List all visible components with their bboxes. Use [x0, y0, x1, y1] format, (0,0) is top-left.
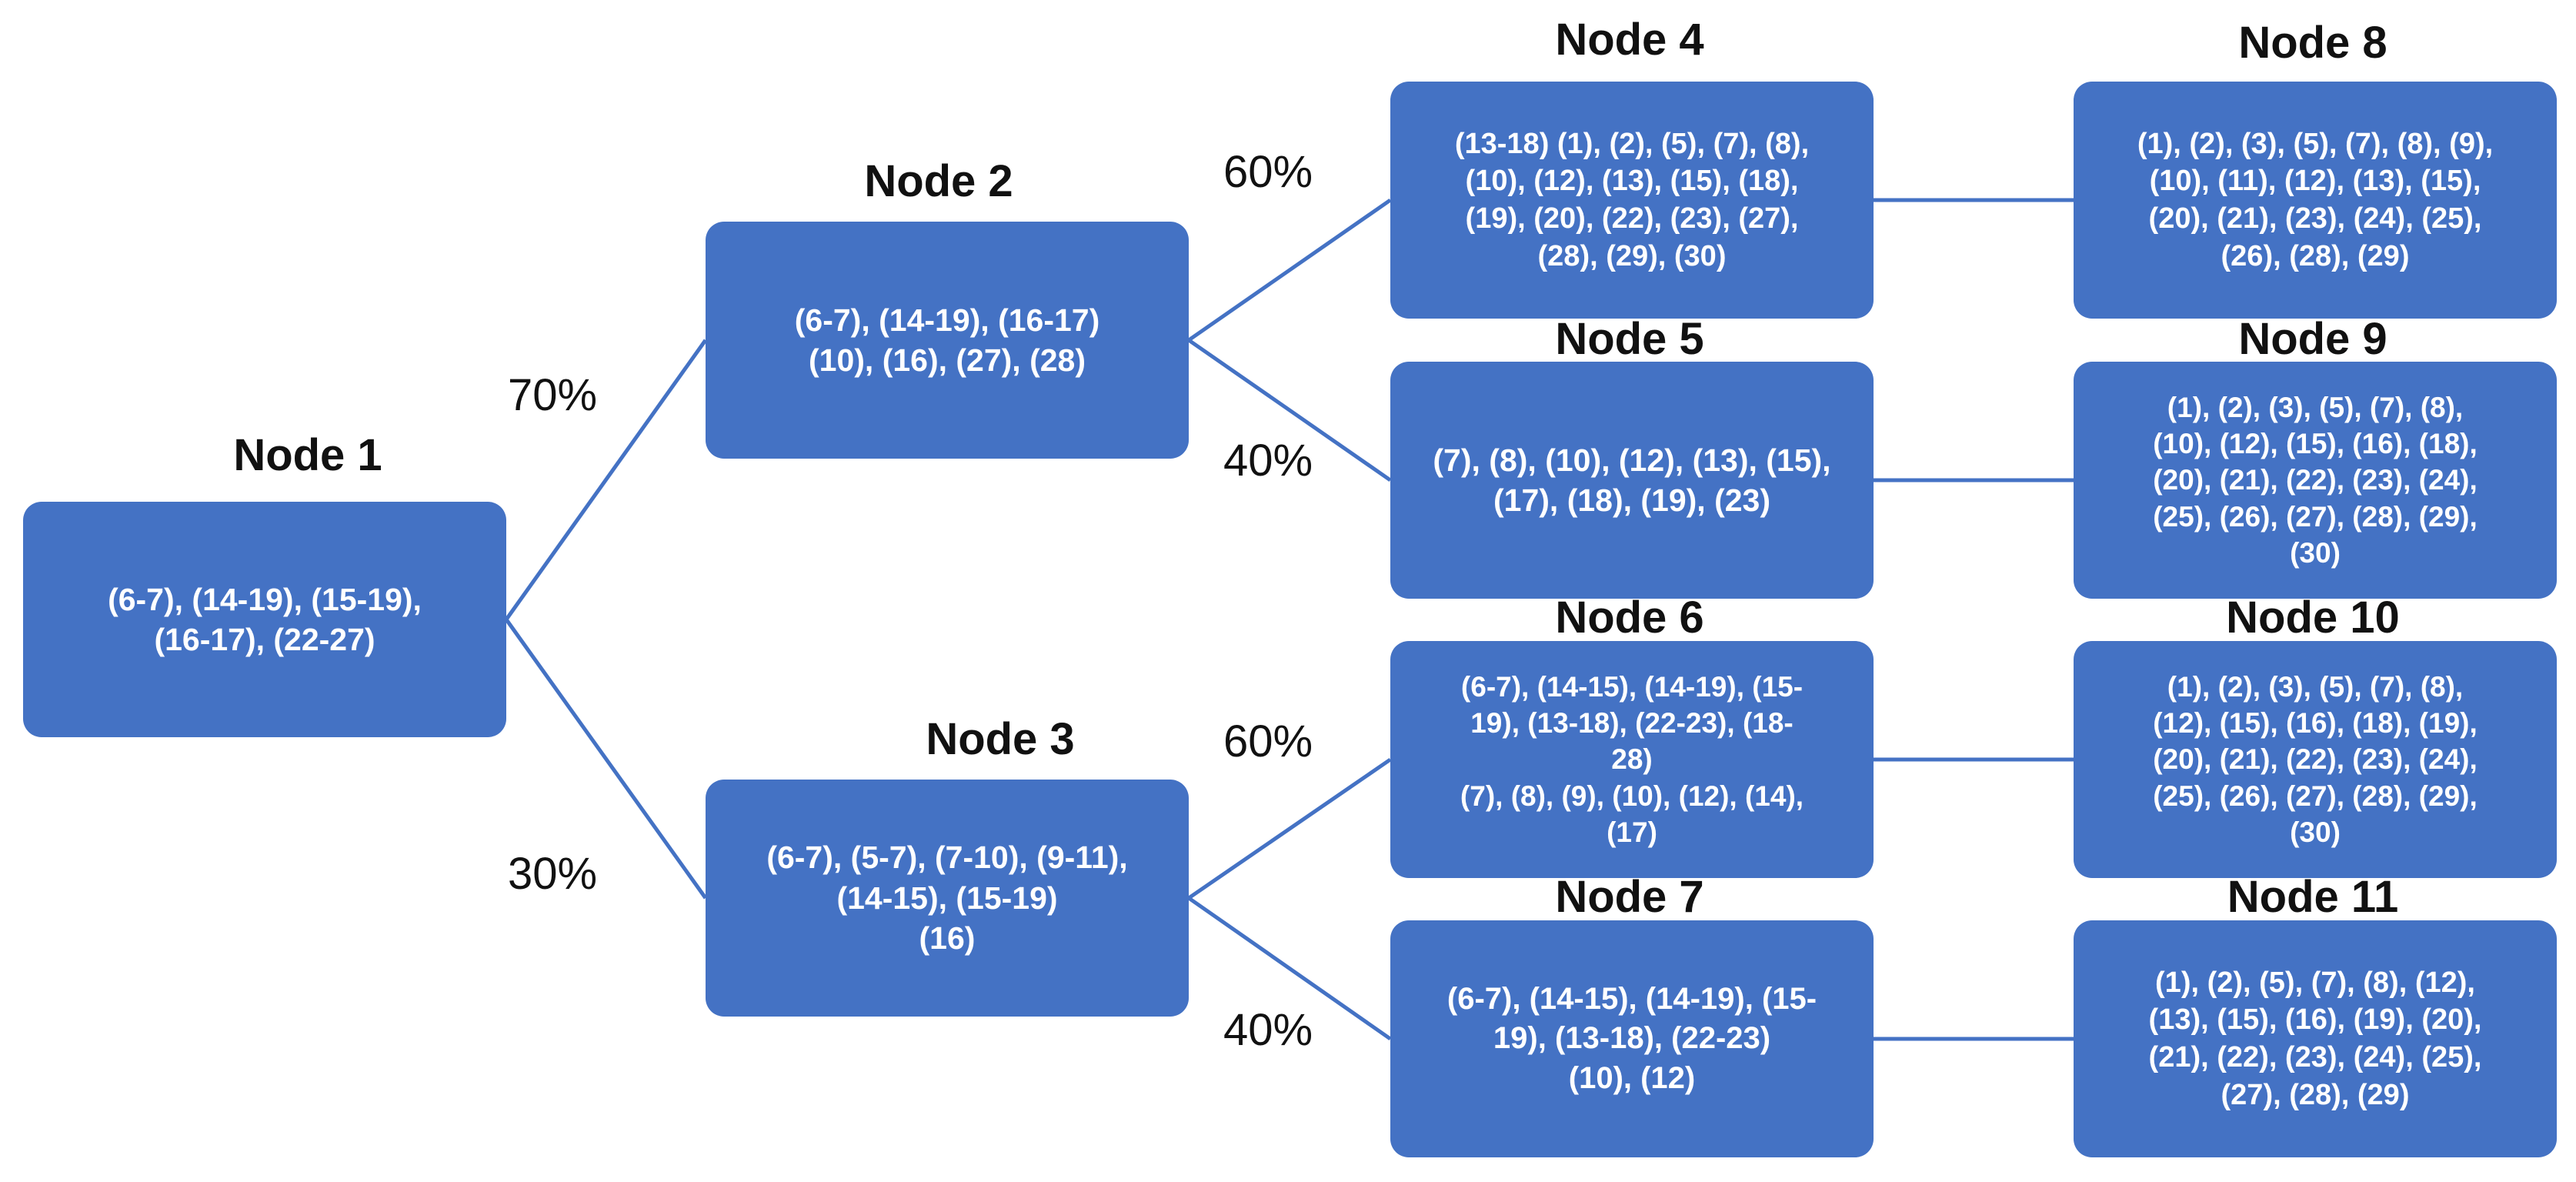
edge-label-node1-node3: 30%: [508, 849, 598, 899]
node11-text-line: (1), (2), (5), (7), (8), (12),: [2155, 966, 2475, 999]
node1-box: (6-7), (14-19), (15-19), (16-17), (22-27): [23, 502, 506, 737]
node3-text-line: (16): [919, 920, 976, 957]
node3-text-line: (6-7), (5-7), (7-10), (9-11),: [766, 840, 1128, 876]
edge-label-node3-node6: 60%: [1223, 716, 1313, 766]
node7-text-line: (10), (12): [1568, 1060, 1696, 1095]
node4-text-line: (13-18) (1), (2), (5), (7), (8),: [1454, 127, 1810, 160]
edge-node3-node6: [1187, 757, 1392, 900]
node3-title: Node 3: [926, 714, 1075, 764]
node10-text-line: (12), (15), (16), (18), (19),: [2153, 706, 2478, 739]
edge-node2-node4: [1187, 198, 1392, 342]
node11-title: Node 11: [2227, 872, 2399, 922]
node6-text-line: 28): [1611, 743, 1653, 776]
node8-text-line: (1), (2), (3), (5), (7), (8), (9),: [2137, 127, 2494, 160]
node11-text-line: (21), (22), (23), (24), (25),: [2148, 1041, 2482, 1073]
node5-text-line: (17), (18), (19), (23): [1493, 482, 1770, 518]
edge-label-node3-node7: 40%: [1223, 1005, 1313, 1055]
node4-text-line: (28), (29), (30): [1537, 239, 1727, 272]
node4-title: Node 4: [1555, 15, 1704, 65]
node10-text-line: (30): [2290, 816, 2341, 849]
edge-label-node2-node5: 40%: [1223, 436, 1313, 486]
node6-text-line: (7), (8), (9), (10), (12), (14),: [1460, 780, 1804, 812]
edge-label-node2-node4: 60%: [1223, 147, 1313, 197]
node7-text-line: 19), (13-18), (22-23): [1493, 1021, 1771, 1056]
node8-box: (1), (2), (3), (5), (7), (8), (9), (10), …: [2074, 82, 2557, 319]
node2-title: Node 2: [864, 156, 1013, 206]
node8-title: Node 8: [2238, 18, 2387, 68]
node5-box: (7), (8), (10), (12), (13), (15), (17), (…: [1390, 362, 1874, 599]
node10-text-line: (1), (2), (3), (5), (7), (8),: [2167, 670, 2464, 703]
node11-box: (1), (2), (5), (7), (8), (12), (13), (15)…: [2074, 920, 2557, 1157]
node10-text-line: (25), (26), (27), (28), (29),: [2153, 780, 2478, 812]
node1-text-line: (6-7), (14-19), (15-19),: [108, 581, 422, 617]
edge-node2-node5: [1187, 338, 1392, 482]
edge-node1-node3: [504, 618, 708, 900]
edge-node1-node2: [504, 339, 708, 621]
node6-text-line: (6-7), (14-15), (14-19), (15-: [1460, 670, 1804, 703]
node9-title: Node 9: [2238, 314, 2387, 364]
node7-box: (6-7), (14-15), (14-19), (15- 19), (13-18…: [1390, 920, 1874, 1157]
node3-box: (6-7), (5-7), (7-10), (9-11), (14-15), (1…: [706, 780, 1189, 1017]
node8-text-line: (20), (21), (23), (24), (25),: [2148, 202, 2482, 235]
node6-text-line: (17): [1607, 816, 1657, 849]
node11-text-line: (27), (28), (29): [2221, 1078, 2410, 1111]
node9-text-line: (25), (26), (27), (28), (29),: [2153, 500, 2478, 533]
node4-text-line: (19), (20), (22), (23), (27),: [1465, 202, 1799, 235]
node4-text-line: (10), (12), (13), (15), (18),: [1465, 165, 1799, 198]
node9-text-line: (10), (12), (15), (16), (18),: [2153, 427, 2478, 459]
node9-box: (1), (2), (3), (5), (7), (8), (10), (12),…: [2074, 362, 2557, 599]
node2-text-line: (10), (16), (27), (28): [809, 342, 1086, 378]
node10-box: (1), (2), (3), (5), (7), (8),(12), (15),…: [2074, 641, 2557, 878]
node5-text-line: (7), (8), (10), (12), (13), (15),: [1433, 442, 1831, 478]
node3-text-line: (14-15), (15-19): [836, 880, 1058, 916]
edge-label-node1-node2: 70%: [508, 370, 598, 420]
node7-title: Node 7: [1555, 872, 1704, 922]
node2-box: (6-7), (14-19), (16-17) (10), (16), (27),…: [706, 222, 1189, 459]
node9-text-line: (30): [2290, 537, 2341, 569]
node6-title: Node 6: [1555, 593, 1704, 643]
edge-node3-node7: [1187, 896, 1392, 1041]
node2-text-line: (6-7), (14-19), (16-17): [794, 302, 1100, 338]
node9-text-line: (20), (21), (22), (23), (24),: [2153, 464, 2478, 496]
node9-text-line: (1), (2), (3), (5), (7), (8),: [2167, 391, 2464, 423]
node5-title: Node 5: [1555, 314, 1704, 364]
node8-text-line: (26), (28), (29): [2221, 239, 2410, 272]
node7-text-line: (6-7), (14-15), (14-19), (15-: [1446, 982, 1817, 1017]
node10-title: Node 10: [2226, 593, 2400, 643]
node4-box: (13-18) (1), (2), (5), (7), (8), (10), (1…: [1390, 82, 1874, 319]
node10-text-line: (20), (21), (22), (23), (24),: [2153, 743, 2478, 776]
node6-box: (6-7), (14-15), (14-19), (15-19), (13-18…: [1390, 641, 1874, 878]
node1-title: Node 1: [233, 430, 382, 480]
node6-text-line: 19), (13-18), (22-23), (18-: [1470, 706, 1794, 739]
node8-text-line: (10), (11), (12), (13), (15),: [2149, 165, 2481, 198]
node1-text-line: (16-17), (22-27): [154, 622, 375, 657]
node11-text-line: (13), (15), (16), (19), (20),: [2148, 1003, 2482, 1037]
